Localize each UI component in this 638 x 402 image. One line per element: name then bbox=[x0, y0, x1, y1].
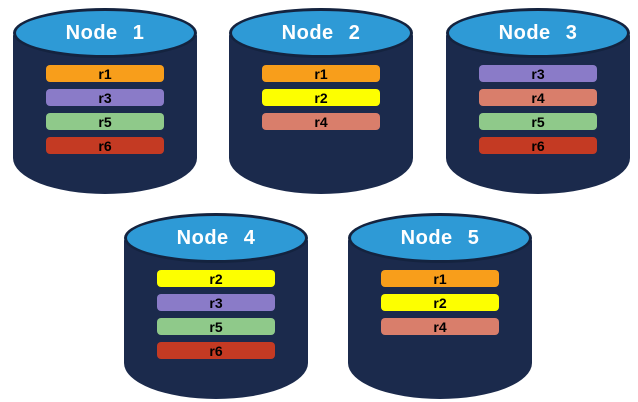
replica-bar: r5 bbox=[46, 113, 164, 130]
replica-bar: r3 bbox=[46, 89, 164, 106]
db-node: Node 4 r2 r3 r5 r6 bbox=[124, 213, 308, 399]
replica-bar: r3 bbox=[479, 65, 597, 82]
replica-list: r3 r4 r5 r6 bbox=[479, 65, 597, 154]
replica-list: r1 r3 r5 r6 bbox=[46, 65, 164, 154]
replica-bar: r6 bbox=[157, 342, 275, 359]
node-title: Node 5 bbox=[400, 226, 480, 249]
replica-bar: r5 bbox=[479, 113, 597, 130]
replica-label: r3 bbox=[98, 89, 112, 106]
db-node: Node 5 r1 r2 r4 bbox=[348, 213, 532, 399]
replica-label: r4 bbox=[314, 113, 328, 130]
replica-list: r2 r3 r5 r6 bbox=[157, 270, 275, 359]
replica-label: r3 bbox=[209, 294, 223, 311]
replica-bar: r4 bbox=[381, 318, 499, 335]
replica-bar: r4 bbox=[479, 89, 597, 106]
replica-label: r5 bbox=[209, 318, 223, 335]
db-node: Node 3 r3 r4 r5 r6 bbox=[446, 8, 630, 194]
cylinder-top-ellipse: Node 3 bbox=[446, 8, 630, 58]
replica-bar: r6 bbox=[479, 137, 597, 154]
replica-label: r1 bbox=[98, 65, 112, 82]
replica-bar: r1 bbox=[381, 270, 499, 287]
replica-bar: r2 bbox=[381, 294, 499, 311]
replica-list: r1 r2 r4 bbox=[262, 65, 380, 130]
replica-bar: r3 bbox=[157, 294, 275, 311]
replica-label: r6 bbox=[98, 137, 112, 154]
replica-label: r6 bbox=[531, 137, 545, 154]
replica-list: r1 r2 r4 bbox=[381, 270, 499, 335]
replica-bar: r4 bbox=[262, 113, 380, 130]
replica-bar: r6 bbox=[46, 137, 164, 154]
node-title: Node 1 bbox=[65, 21, 145, 44]
replica-label: r1 bbox=[314, 65, 328, 82]
replica-label: r2 bbox=[433, 294, 447, 311]
replica-bar: r2 bbox=[157, 270, 275, 287]
node-title: Node 2 bbox=[281, 21, 361, 44]
cylinder-top-ellipse: Node 1 bbox=[13, 8, 197, 58]
cylinder-top-ellipse: Node 5 bbox=[348, 213, 532, 263]
db-node: Node 1 r1 r3 r5 r6 bbox=[13, 8, 197, 194]
replica-label: r4 bbox=[531, 89, 545, 106]
replica-label: r2 bbox=[209, 270, 223, 287]
replica-bar: r2 bbox=[262, 89, 380, 106]
replica-label: r6 bbox=[209, 342, 223, 359]
replica-label: r1 bbox=[433, 270, 447, 287]
cylinder-top-ellipse: Node 4 bbox=[124, 213, 308, 263]
node-title: Node 4 bbox=[176, 226, 256, 249]
replica-label: r5 bbox=[98, 113, 112, 130]
replica-label: r3 bbox=[531, 65, 545, 82]
replica-bar: r1 bbox=[262, 65, 380, 82]
node-title: Node 3 bbox=[498, 21, 578, 44]
replica-bar: r5 bbox=[157, 318, 275, 335]
replica-label: r4 bbox=[433, 318, 447, 335]
db-node: Node 2 r1 r2 r4 bbox=[229, 8, 413, 194]
replica-bar: r1 bbox=[46, 65, 164, 82]
replica-label: r2 bbox=[314, 89, 328, 106]
replica-label: r5 bbox=[531, 113, 545, 130]
cylinder-top-ellipse: Node 2 bbox=[229, 8, 413, 58]
